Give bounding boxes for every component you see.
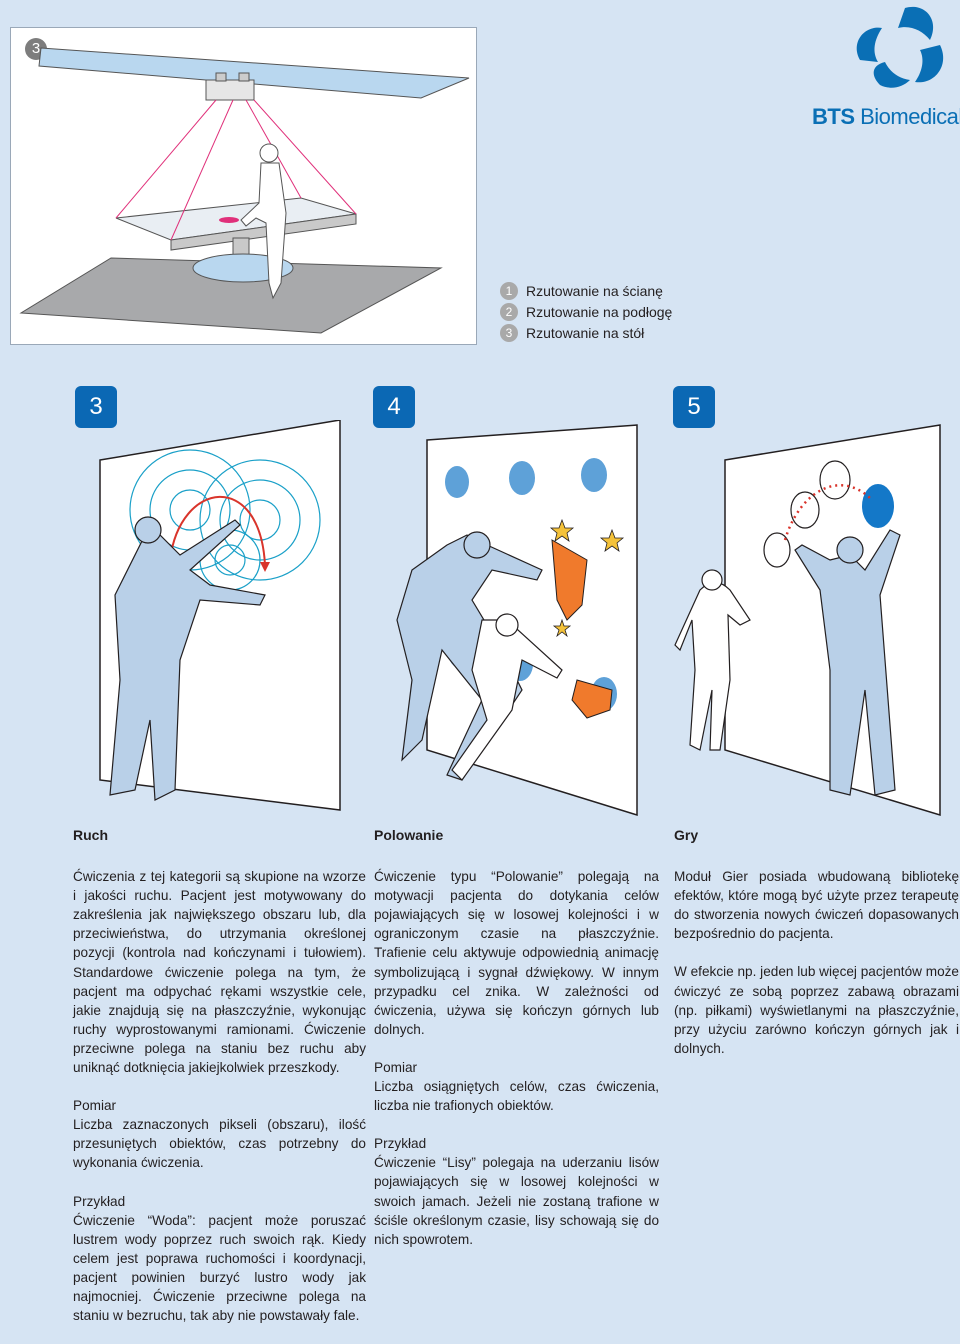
section-title: Ruch [73,826,366,845]
example-label: Przykład [73,1192,366,1211]
gry-illustration [670,420,960,820]
column-gry: Gry Moduł Gier posiada wbudowaną bibliot… [674,826,959,1077]
legend-label: Rzutowanie na ścianę [526,283,663,299]
example-text: Ćwiczenie “Lisy” polegaja na uderzaniu l… [374,1155,659,1246]
column-polowanie: Polowanie Ćwiczenie typu “Polowanie” pol… [374,826,659,1268]
measure-block: Pomiar Liczba osiągniętych celów, czas ć… [374,1058,659,1115]
table-projection-drawing [11,28,478,346]
measure-block: Pomiar Liczba zaznaczonych pikseli (obsz… [73,1096,366,1172]
measure-text: Liczba zaznaczonych pikseli (obszaru), i… [73,1117,366,1170]
legend-number: 1 [500,282,518,300]
brand-bold: BTS [812,104,855,129]
ruch-illustration [60,420,360,820]
brand-name: BTS Biomedical [812,104,960,130]
legend-number: 3 [500,324,518,342]
section-paragraph: Ćwiczenia z tej kategorii są skupione na… [73,867,366,1077]
measure-label: Pomiar [73,1096,366,1115]
example-text: Ćwiczenie “Woda”: pacjent może poruszać … [73,1213,366,1323]
legend-item: 1 Rzutowanie na ścianę [500,280,672,301]
legend-label: Rzutowanie na stół [526,325,644,341]
brand-rest: Biomedical [855,104,960,129]
example-block: Przykład Ćwiczenie “Woda”: pacjent może … [73,1192,366,1326]
legend-number: 2 [500,303,518,321]
example-label: Przykład [374,1134,659,1153]
legend-item: 2 Rzutowanie na podłogę [500,301,672,322]
section-title: Polowanie [374,826,659,845]
legend-item: 3 Rzutowanie na stół [500,322,672,343]
polowanie-illustration [372,420,672,820]
section-paragraph: Ćwiczenie typu “Polowanie” polegają na m… [374,867,659,1039]
section-title: Gry [674,826,959,845]
section-paragraph: Moduł Gier posiada wbudowaną bibliotekę … [674,867,959,943]
measure-label: Pomiar [374,1058,659,1077]
legend-label: Rzutowanie na podłogę [526,304,672,320]
measure-text: Liczba osiągniętych celów, czas ćwiczeni… [374,1079,659,1113]
projection-legend: 1 Rzutowanie na ścianę 2 Rzutowanie na p… [500,280,672,343]
example-block: Przykład Ćwiczenie “Lisy” polegaja na ud… [374,1134,659,1249]
section-paragraph: W efekcie np. jeden lub więcej pacjentów… [674,962,959,1057]
projection-illustration-panel: 3 [10,27,477,345]
column-ruch: Ruch Ćwiczenia z tej kategorii są skupio… [73,826,366,1344]
